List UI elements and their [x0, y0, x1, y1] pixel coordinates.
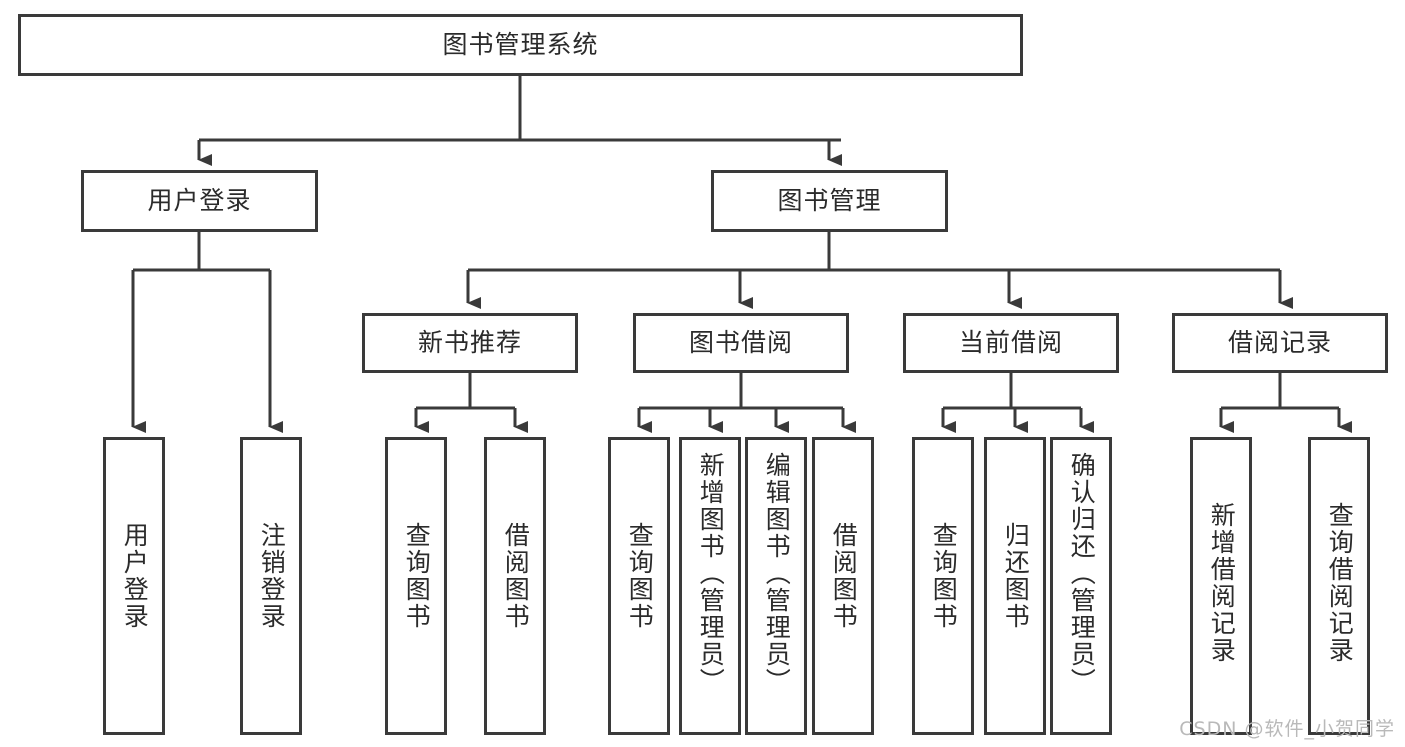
node-book-borrow-label: 图书借阅	[688, 328, 793, 358]
node-new-book-rec[interactable]: 新书推荐	[362, 313, 578, 373]
node-borrow-record-label: 借阅记录	[1227, 328, 1332, 358]
node-leaf-borrow-book-rec-label: 借阅图书	[501, 522, 531, 630]
node-book-manage-label: 图书管理	[777, 186, 882, 216]
node-leaf-edit-book-label: 编辑图书（管理员）	[762, 452, 792, 695]
node-leaf-add-record-label: 新增借阅记录	[1207, 502, 1237, 664]
node-leaf-add-record[interactable]: 新增借阅记录	[1190, 437, 1252, 735]
node-leaf-borrow-book-label: 借阅图书	[829, 522, 859, 630]
node-book-manage[interactable]: 图书管理	[711, 170, 948, 232]
node-leaf-return-book[interactable]: 归还图书	[984, 437, 1046, 735]
node-user-login-label: 用户登录	[147, 186, 252, 216]
node-leaf-logout[interactable]: 注销登录	[240, 437, 302, 735]
node-leaf-user-login-label: 用户登录	[120, 522, 150, 630]
node-root-label: 图书管理系统	[442, 30, 599, 60]
node-current-borrow-label: 当前借阅	[958, 328, 1063, 358]
node-leaf-edit-book[interactable]: 编辑图书（管理员）	[745, 437, 807, 735]
node-leaf-borrow-book-rec[interactable]: 借阅图书	[484, 437, 546, 735]
node-leaf-user-login[interactable]: 用户登录	[103, 437, 165, 735]
watermark: CSDN @软件_小贺同学	[1179, 718, 1395, 740]
node-leaf-add-book-label: 新增图书（管理员）	[696, 452, 726, 695]
node-leaf-query-record[interactable]: 查询借阅记录	[1308, 437, 1370, 735]
node-leaf-borrow-book[interactable]: 借阅图书	[812, 437, 874, 735]
node-current-borrow[interactable]: 当前借阅	[903, 313, 1119, 373]
node-leaf-query-record-label: 查询借阅记录	[1325, 502, 1355, 664]
node-new-book-rec-label: 新书推荐	[417, 328, 522, 358]
node-leaf-query-book-borrow[interactable]: 查询图书	[608, 437, 670, 735]
node-leaf-confirm-return-label: 确认归还（管理员）	[1067, 452, 1097, 695]
node-leaf-query-book-rec[interactable]: 查询图书	[385, 437, 447, 735]
node-leaf-logout-label: 注销登录	[257, 522, 287, 630]
node-borrow-record[interactable]: 借阅记录	[1172, 313, 1388, 373]
node-user-login[interactable]: 用户登录	[81, 170, 318, 232]
node-book-borrow[interactable]: 图书借阅	[633, 313, 849, 373]
node-leaf-query-book-cur[interactable]: 查询图书	[912, 437, 974, 735]
node-leaf-query-book-rec-label: 查询图书	[402, 522, 432, 630]
node-leaf-query-book-cur-label: 查询图书	[929, 522, 959, 630]
node-leaf-add-book[interactable]: 新增图书（管理员）	[679, 437, 741, 735]
node-leaf-query-book-borrow-label: 查询图书	[625, 522, 655, 630]
node-root[interactable]: 图书管理系统	[18, 14, 1023, 76]
node-leaf-confirm-return[interactable]: 确认归还（管理员）	[1050, 437, 1112, 735]
node-leaf-return-book-label: 归还图书	[1001, 522, 1031, 630]
